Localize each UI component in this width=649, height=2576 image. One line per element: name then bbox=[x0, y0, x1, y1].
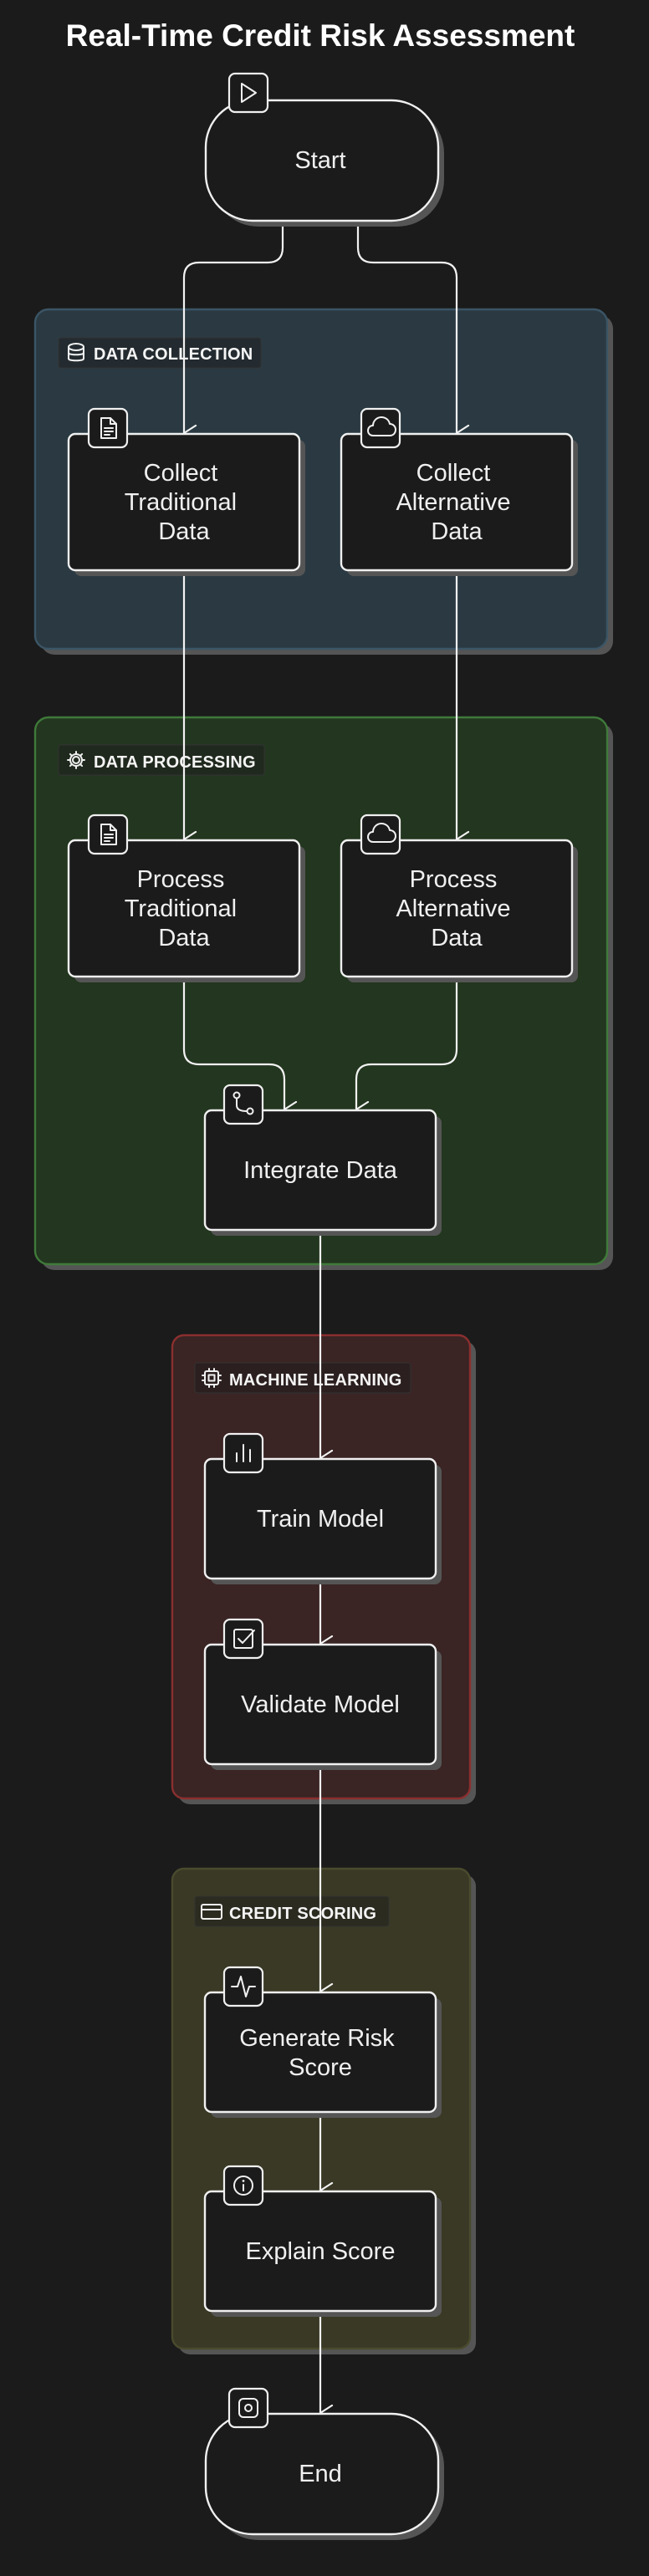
gear-icon bbox=[67, 751, 85, 769]
edge-process-traditional-to-integrate bbox=[182, 976, 284, 1109]
check-square-icon bbox=[222, 1618, 264, 1660]
node-generate-risk-score[interactable]: Generate Risk Score bbox=[203, 1966, 442, 2118]
node-label: Integrate Data bbox=[243, 1157, 398, 1184]
edge-process-alternative-to-integrate bbox=[355, 976, 458, 1109]
node-validate-model[interactable]: Validate Model bbox=[203, 1618, 442, 1770]
node-collect-traditional-data[interactable]: Collect Traditional Data bbox=[67, 407, 305, 576]
bar-chart-icon bbox=[222, 1432, 264, 1474]
activity-icon bbox=[222, 1966, 264, 2007]
diagram-title: Real-Time Credit Risk Assessment bbox=[66, 18, 575, 53]
cloud-icon bbox=[360, 814, 401, 855]
node-label: Generate Risk Score bbox=[239, 2025, 401, 2081]
node-label: Explain Score bbox=[246, 2238, 396, 2265]
group-label: DATA COLLECTION bbox=[94, 345, 253, 364]
node-explain-score[interactable]: Explain Score bbox=[203, 2165, 442, 2317]
node-process-traditional-data[interactable]: Process Traditional Data bbox=[67, 814, 305, 982]
node-label: Collect Alternative Data bbox=[396, 460, 517, 545]
info-icon bbox=[222, 2165, 264, 2206]
node-label: Collect Traditional Data bbox=[125, 460, 243, 545]
cpu-icon bbox=[202, 1368, 222, 1388]
stop-icon bbox=[227, 2387, 269, 2429]
node-label: Process Alternative Data bbox=[396, 866, 517, 951]
node-label: Start bbox=[294, 147, 345, 174]
node-label: Process Traditional Data bbox=[125, 866, 243, 951]
group-label: DATA PROCESSING bbox=[94, 753, 256, 772]
document-icon bbox=[87, 407, 129, 449]
play-icon bbox=[227, 72, 269, 114]
node-start[interactable]: Start bbox=[204, 72, 444, 227]
group-label: MACHINE LEARNING bbox=[229, 1371, 402, 1390]
document-icon bbox=[87, 814, 129, 855]
cloud-icon bbox=[360, 407, 401, 449]
node-end[interactable]: End bbox=[204, 2387, 444, 2540]
merge-icon bbox=[222, 1084, 264, 1125]
node-integrate-data[interactable]: Integrate Data bbox=[203, 1084, 442, 1236]
edge-start-to-collect-alternative bbox=[356, 216, 457, 433]
node-label: Train Model bbox=[257, 1506, 384, 1533]
edges-layer bbox=[182, 216, 458, 2413]
group-label: CREDIT SCORING bbox=[229, 1905, 376, 1923]
node-train-model[interactable]: Train Model bbox=[203, 1432, 442, 1584]
nodes-layer: Start Collect Traditional Data bbox=[67, 72, 578, 2540]
node-label: End bbox=[299, 2461, 342, 2487]
node-label: Validate Model bbox=[241, 1691, 400, 1718]
node-collect-alternative-data[interactable]: Collect Alternative Data bbox=[340, 407, 578, 576]
edge-start-to-collect-traditional bbox=[182, 216, 284, 433]
credit-card-icon bbox=[201, 1904, 222, 1920]
node-process-alternative-data[interactable]: Process Alternative Data bbox=[340, 814, 578, 982]
database-icon bbox=[68, 343, 84, 362]
